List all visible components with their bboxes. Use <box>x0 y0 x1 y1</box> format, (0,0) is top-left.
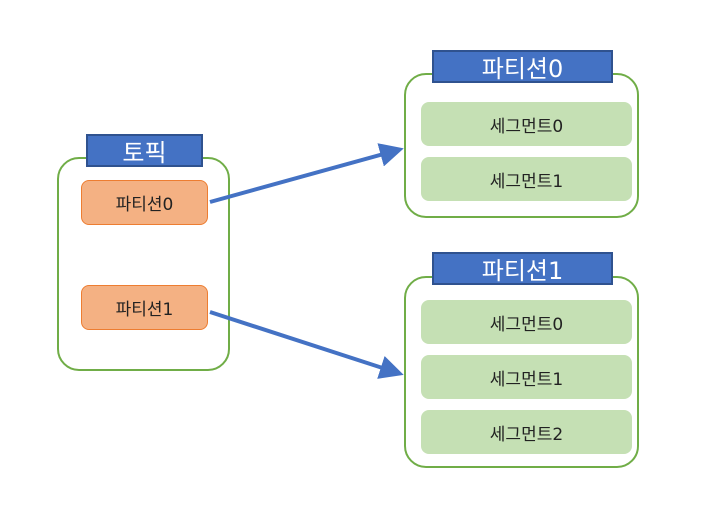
partition-1-title: 파티션1 <box>432 252 613 285</box>
arrow-partition-1 <box>209 310 404 379</box>
partition-1-segment-0: 세그먼트0 <box>421 300 632 344</box>
topic-partition-0: 파티션0 <box>81 180 208 225</box>
partition-1-segment-2: 세그먼트2 <box>421 410 632 454</box>
partition-0-segment-0: 세그먼트0 <box>421 102 632 146</box>
partition-0-title: 파티션0 <box>432 50 613 83</box>
topic-partition-1: 파티션1 <box>81 285 208 330</box>
topic-title: 토픽 <box>86 134 203 167</box>
arrow-partition-0 <box>209 143 404 204</box>
partition-0-segment-1: 세그먼트1 <box>421 157 632 201</box>
partition-1-segment-1: 세그먼트1 <box>421 355 632 399</box>
